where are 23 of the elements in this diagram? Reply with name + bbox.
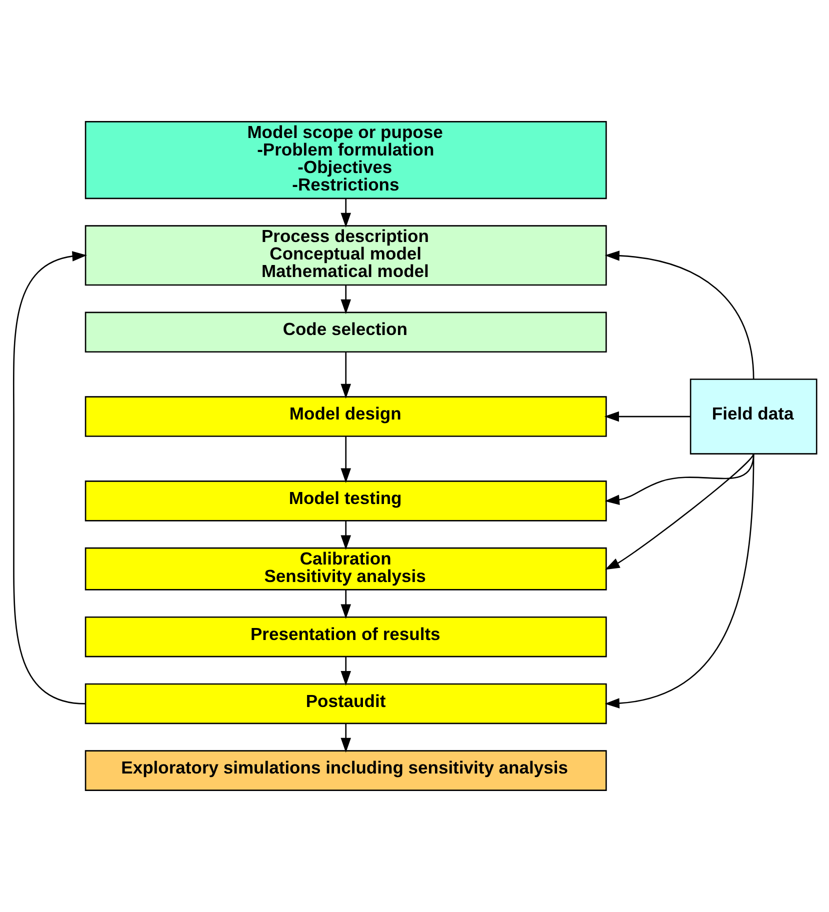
arrow [604, 250, 754, 380]
node-box: Process description Conceptual model Mathematical model [84, 225, 606, 286]
node-box: Model design [84, 396, 606, 437]
node-box: Postaudit [84, 683, 606, 724]
arrow [340, 436, 350, 483]
arrow [340, 285, 350, 314]
node-box: Model scope or pupose -Problem formulation -Objectives -Restrictions [84, 121, 606, 200]
arrow [604, 454, 754, 708]
arrow [340, 724, 350, 753]
arrow [340, 590, 350, 619]
arrow [340, 198, 350, 228]
arrow [604, 453, 754, 570]
node-box: Model testing [84, 480, 606, 522]
arrow [340, 520, 350, 550]
arrow [340, 656, 350, 686]
node-box: Presentation of results [84, 616, 606, 658]
node-box: Field data [689, 378, 817, 454]
node-box: Exploratory simulations including sensitivity analysis [84, 750, 606, 791]
node-box: Calibration Sensitivity analysis [84, 547, 606, 590]
arrow [340, 352, 350, 399]
node-box: Code selection [84, 312, 606, 353]
arrow [604, 411, 690, 422]
arrow [12, 251, 86, 704]
